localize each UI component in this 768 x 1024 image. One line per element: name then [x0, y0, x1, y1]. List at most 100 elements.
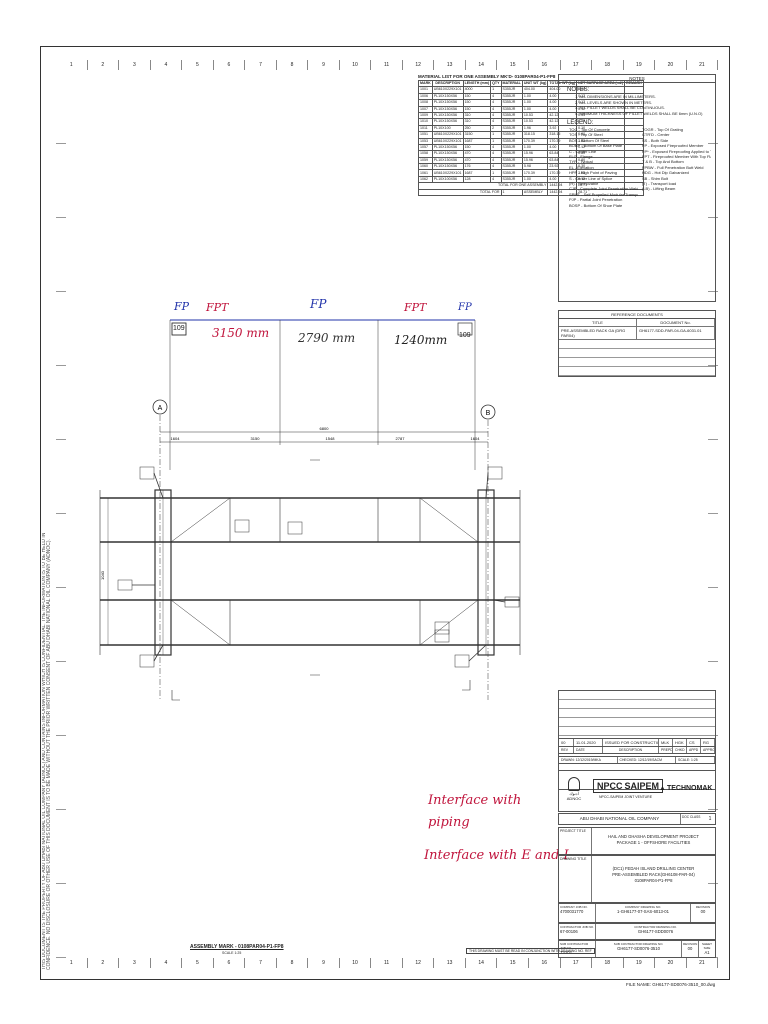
drawing-title-line-3: 0108PAR04-P1-FP8 [634, 878, 673, 883]
company-numbers-row: COMPANY JOB NO. 4700031770 COMPANY DRAWI… [558, 903, 716, 923]
zone-number: 17 [561, 958, 593, 968]
zone-number: 13 [434, 60, 466, 70]
adnoc-logo-icon [568, 777, 580, 791]
project-title-row: PROJECT TITLE HAIL AND GHASHA DEVELOPMEN… [558, 827, 716, 855]
legend-entry: FP - Exposed Fireproofed Member [642, 143, 704, 149]
legend-entry: (LB) - Lifting Beam [642, 186, 676, 192]
total-for-area: 28.71 [576, 188, 626, 197]
contractor-job-number: 67-00106 [560, 929, 578, 934]
ref-col-doc: DOCUMENT No. [637, 319, 715, 326]
contractor-job-label: CONTRACTOR JOB NO. [560, 925, 594, 929]
zone-number: 11 [371, 60, 403, 70]
reference-documents-title: REFERENCE DOCUMENTS [559, 311, 715, 319]
zone-number: 5 [182, 60, 214, 70]
zone-number: 16 [529, 60, 561, 70]
zone-number: 2 [88, 958, 120, 968]
material-cell [624, 92, 644, 101]
zone-number: 15 [497, 958, 529, 968]
rev-prepared: MLK [659, 739, 673, 746]
zone-number: 19 [624, 60, 656, 70]
legend-entry: SS - Both Side [642, 137, 669, 143]
zone-number: 12 [403, 60, 435, 70]
dim-segment-3: 1548 [326, 436, 336, 441]
legend-entry: SB - Shim Bolt [642, 175, 669, 181]
zone-number: 4 [151, 60, 183, 70]
note-item: 3. ALL FILLET WELDS SHALL BE CONTINUOUS. [575, 105, 665, 110]
zone-number: 9 [308, 60, 340, 70]
reference-document-row: PRE-ASSEMBLED RACK GA (DRG PAR04) GH6177… [559, 327, 715, 340]
legend-entry: FP* - Exposed Fireproofing Applied to Tw… [642, 148, 711, 154]
company-job-label: COMPANY JOB NO. [560, 905, 588, 909]
notes-title: NOTES: [567, 87, 590, 93]
rev-head-app: APPD [687, 747, 701, 753]
notes-panel: NOTES NOTES: 1. ALL DIMENSIONS ARE IN MI… [558, 74, 716, 302]
project-title-label: PROJECT TITLE [559, 828, 592, 854]
joint-venture-caption: NPCC-SAIPEM JOINT VENTURE [599, 795, 653, 799]
overall-dimension: 6800 [320, 426, 330, 431]
adnoc-logo: أدنوك ADNOC [563, 777, 585, 801]
rev-head-rev: REV [559, 747, 574, 753]
contractor-job-cell: CONTRACTOR JOB NO. 67-00106 [559, 924, 596, 939]
project-title-value: HAIL AND GHASHA DEVELOPMENT PROJECT PACK… [592, 828, 715, 854]
material-cell: S355JR [500, 111, 523, 120]
read-in-conjunction-note: THIS DRAWING MUST BE READ IN CONJUNCTION… [466, 948, 595, 954]
legend-entry: HPP - High Point of Paving [569, 170, 617, 176]
technomak-logo: ▲TECHNOMAK [659, 785, 712, 792]
zone-number: 14 [466, 60, 498, 70]
material-cell: PL10X150X56 [431, 92, 464, 101]
sub-rev-label: REVISION [683, 942, 698, 946]
material-cell [624, 86, 644, 94]
zone-number: 18 [592, 60, 624, 70]
material-cell: UB610X229X101 [431, 86, 464, 94]
contractor-numbers-row: CONTRACTOR JOB NO. 67-00106 CONTRACTOR D… [558, 923, 716, 940]
material-cell: S355JR [500, 99, 523, 107]
material-cell: 0.12 [576, 99, 626, 107]
length-annotation-3: 1240mm [394, 333, 448, 347]
material-cell: 4 [490, 99, 502, 107]
material-cell: 4 [490, 92, 502, 101]
material-cell [624, 99, 644, 107]
legend-entry: T & B - Top And Bottom [642, 159, 684, 165]
material-cell: PL10X150X56 [431, 99, 464, 107]
legend-entry: FPT - Fireproofed Member With Top Flange… [642, 154, 711, 160]
company-dwg-number: 1-GH6177-07-SAS-6013-01 [617, 909, 669, 914]
length-annotation-1: 3150 mm [212, 326, 270, 340]
material-cell [624, 105, 644, 113]
npcc-name: NPCC [597, 781, 623, 791]
sub-rev: 00 [687, 946, 693, 951]
zone-number: 12 [403, 958, 435, 968]
sub-rev-cell: REVISION 00 [682, 941, 699, 957]
zone-number: 6 [214, 958, 246, 968]
zone-number: 3 [119, 60, 151, 70]
checked-by: CHECKED: 12/12/19/SACM [618, 757, 676, 763]
material-cell [624, 118, 644, 126]
grid-bubble-a [152, 399, 168, 415]
legend-entry: EL - Elevation [569, 164, 594, 170]
zone-number: 3 [119, 958, 151, 968]
rev-number: 00 [559, 739, 574, 746]
sub-job-number: T3202 [560, 950, 572, 955]
zone-col-left [56, 70, 66, 958]
zone-number: 17 [561, 60, 593, 70]
rev-description: ISSUED FOR CONSTRUCTION [605, 739, 659, 746]
rev-head-chk: CHKD [673, 747, 687, 753]
material-cell: 0.12 [576, 92, 626, 101]
total-for-qty: 1 [500, 188, 523, 197]
sub-dwg-number: GH6177-SD0076-3510 [617, 946, 660, 951]
material-column-header: REMARK [624, 79, 644, 88]
dim-segment-4: 2787 [396, 436, 406, 441]
rev-approver: RG [701, 739, 715, 746]
company-name: ABU DHABI NATIONAL OIL COMPANY [579, 816, 660, 821]
material-cell: 0.53 [576, 111, 626, 120]
file-name: FILE NAME: GH6177-SD0076-3510_00.dwg [626, 982, 716, 987]
legend-entry: CJP - Complete Joint Penetration Weld [569, 186, 638, 192]
